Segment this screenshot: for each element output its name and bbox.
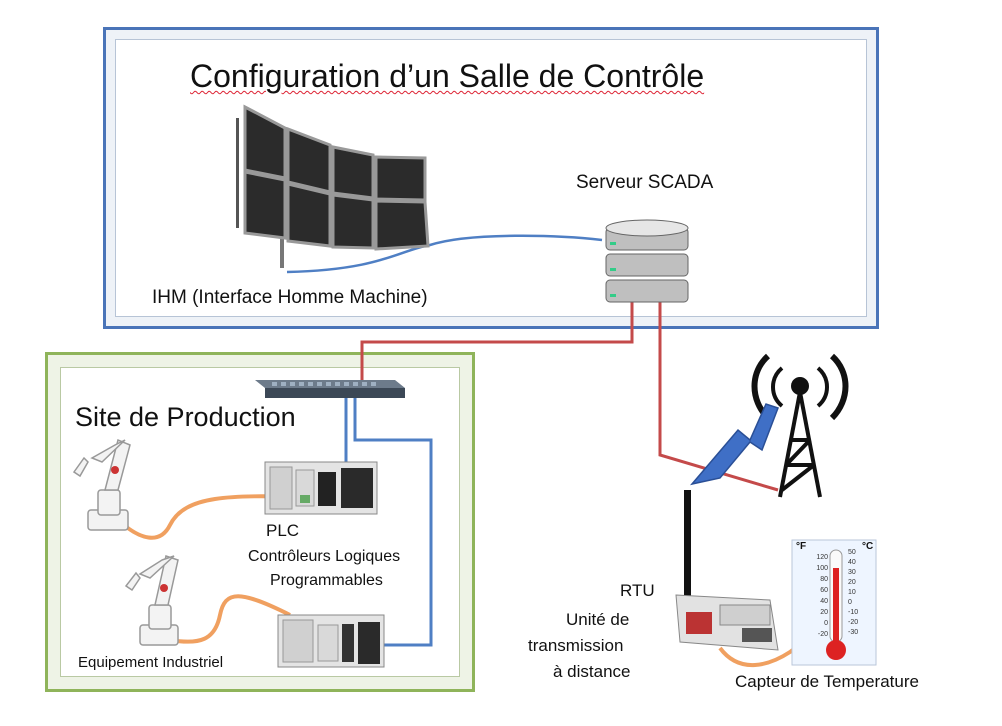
hmi-label: IHM (Interface Homme Machine) [152,287,428,308]
plc-description-line2: Programmables [270,572,383,589]
cable-robot2-plc2 [169,594,291,644]
scada-server [605,219,689,303]
control-room-frame [103,27,879,329]
rtu-label: RTU [620,581,655,600]
tick-c: 50 [848,549,856,556]
serial-link-to-switch [360,300,634,392]
rtu-description-line1: Unité de [566,610,630,629]
production-site-frame [45,352,475,692]
tick-f: 40 [820,598,828,605]
plc-description-line1: Contrôleurs Logiques [248,548,401,565]
control-room-title-text: Configuration d’un Salle de Contrôle [190,58,705,94]
fahrenheit-scale: 120 100 80 60 40 20 0 -20 [806,552,828,640]
tick-f: 100 [816,565,828,572]
plc-2 [277,614,385,668]
tick-c: 0 [848,599,852,606]
industrial-robot-2 [124,555,179,646]
fahrenheit-unit: °F [796,541,807,552]
tick-f: 120 [816,554,828,561]
equipment-label: Equipement Industriel [78,654,224,671]
tick-c: -20 [848,619,859,626]
tick-c: 10 [848,589,856,596]
production-site-title: Site de Production [75,402,296,432]
scada-server-label: Serveur SCADA [576,172,714,193]
cable-robot1-plc1 [116,494,306,540]
plc-1 [264,461,378,515]
control-room-title: Configuration d’un Salle de Contrôle [190,58,704,95]
rtu-device [675,490,779,651]
tick-f: 60 [820,587,828,594]
hmi-monitor-wall [236,104,430,268]
ethernet-switch-to-plc2 [330,393,433,647]
rtu-description-line3: à distance [553,662,631,681]
wireless-bolt [689,403,779,486]
celsius-scale: 50 40 30 20 10 0 -10 -20 -30 [848,548,870,638]
tick-c: 40 [848,559,856,566]
sensor-label: Capteur de Temperature [735,672,919,691]
tick-c: 30 [848,569,856,576]
thermometer [791,539,877,666]
tick-c: -10 [848,609,859,616]
tick-c: 20 [848,579,856,586]
radio-tower [751,353,849,498]
industrial-robot-1 [72,438,131,531]
tick-f: -20 [817,631,828,638]
serial-link-to-antenna [658,300,779,492]
ethernet-hmi-to-scada [286,234,603,274]
plc-label: PLC [266,521,300,540]
tick-c: -30 [848,629,859,636]
celsius-unit: °C [862,541,874,552]
tick-f: 0 [824,620,828,627]
network-switch [255,380,405,398]
rtu-description-line2: transmission [528,636,624,655]
tick-f: 20 [820,609,828,616]
tick-f: 80 [820,576,828,583]
